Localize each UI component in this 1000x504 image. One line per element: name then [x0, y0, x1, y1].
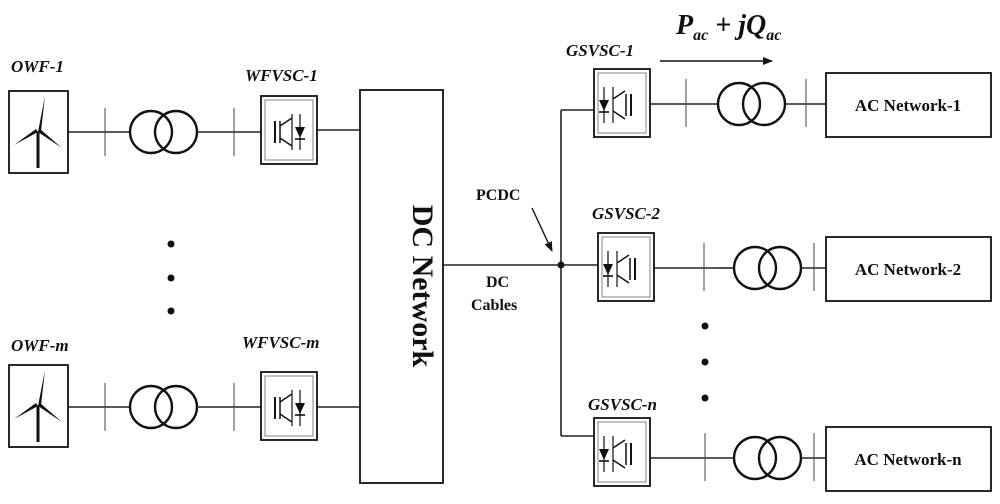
pcdc-label: PCDC	[476, 187, 520, 204]
wfvsc-1-label: WFVSC-1	[245, 66, 318, 85]
gsvsc-n-row: GSVSC-n AC Network-n	[561, 395, 992, 492]
transformer-icon	[128, 384, 199, 430]
ac-network-2-box: AC Network-2	[825, 236, 992, 302]
wfvsc-m-label: WFVSC-m	[242, 333, 319, 352]
arrow-icon	[531, 207, 553, 252]
ac-network-n-label: AC Network-n	[854, 450, 962, 469]
gsvsc-n-label: GSVSC-n	[588, 395, 657, 414]
transformer-icon	[732, 435, 803, 481]
owf-m-row: OWF-m WFVSC-m	[8, 333, 360, 448]
dc-network-block: DC Network	[359, 89, 444, 484]
power-flow-annotation: Pac + jQac	[660, 10, 781, 65]
gsvsc-2-row: GSVSC-2 AC Network-2	[561, 204, 992, 302]
ac-network-1-label: AC Network-1	[855, 96, 961, 115]
transformer-icon	[128, 109, 199, 155]
dc-cables-label-2: Cables	[471, 297, 517, 314]
converter-icon	[593, 68, 651, 138]
transformer-icon	[716, 81, 787, 127]
wind-turbine-icon	[8, 90, 69, 174]
gsvsc-1-row: GSVSC-1 AC Network-1	[561, 41, 992, 138]
gsvsc-1-label: GSVSC-1	[566, 41, 634, 60]
owf-1-row: OWF-1 WFVSC-1	[8, 57, 360, 174]
ac-network-n-box: AC Network-n	[825, 426, 992, 492]
ellipsis-dots-icon	[167, 240, 175, 315]
owf-m-label: OWF-m	[11, 336, 69, 355]
owf-1-label: OWF-1	[11, 57, 64, 76]
converter-icon	[260, 95, 318, 165]
converter-icon	[597, 232, 655, 302]
wind-turbine-icon	[8, 364, 69, 448]
converter-icon	[260, 371, 318, 441]
ac-network-1-box: AC Network-1	[825, 72, 992, 138]
ellipsis-dots-icon	[701, 322, 709, 402]
gsvsc-2-label: GSVSC-2	[592, 204, 661, 223]
ac-network-2-label: AC Network-2	[855, 260, 961, 279]
power-flow-label: Pac + jQac	[675, 10, 781, 44]
dc-network-label: DC Network	[406, 205, 439, 368]
converter-icon	[593, 417, 651, 487]
dc-cables-label-1: DC	[486, 274, 509, 291]
transformer-icon	[732, 245, 803, 291]
